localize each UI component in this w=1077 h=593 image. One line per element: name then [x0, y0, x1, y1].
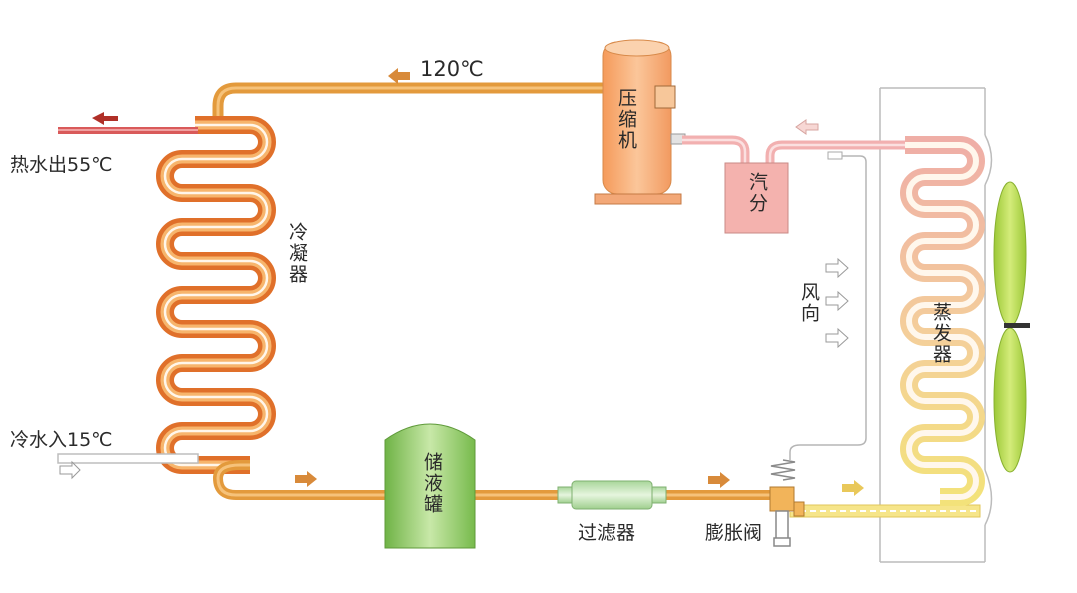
wind-arrow-icon-3	[825, 327, 849, 349]
evap-feed-line	[789, 504, 981, 518]
condenser-coil	[156, 116, 276, 474]
hot-water-arrow-icon	[92, 112, 118, 125]
fan-blade-icon	[993, 181, 1030, 473]
flow-arrow-icon-5	[795, 119, 819, 135]
evaporator-frame	[879, 87, 993, 563]
receiver-label: 储液罐	[421, 452, 443, 515]
suction-pipe	[682, 135, 905, 165]
wind-arrow-icon-1	[825, 257, 849, 279]
flow-arrow-icon-1	[295, 471, 317, 487]
compressor-label: 压缩机	[615, 88, 637, 151]
flow-arrow-icon-4	[388, 68, 410, 84]
cold-water-in-label: 冷水入15℃	[10, 429, 113, 451]
evaporator-label: 蒸发器	[930, 302, 952, 365]
receiver-tank	[384, 423, 476, 549]
cold-water-arrow-icon	[59, 460, 81, 480]
discharge-temp-label: 120℃	[420, 57, 484, 81]
liquid-line	[212, 460, 770, 500]
filter	[557, 480, 667, 510]
wind-direction-label: 风向	[798, 282, 820, 324]
sensor-capillary	[789, 151, 867, 460]
evaporator-coil	[900, 136, 985, 506]
expansion-valve-label: 膨胀阀	[705, 522, 763, 544]
discharge-pipe	[212, 82, 606, 125]
flow-arrow-icon-2	[708, 472, 730, 488]
expansion-valve	[769, 459, 805, 547]
compressor	[594, 39, 686, 205]
condenser-label: 冷凝器	[286, 222, 308, 285]
separator	[724, 162, 789, 234]
hot-water-out-label: 热水出55℃	[10, 154, 113, 176]
separator-label: 汽分	[746, 172, 768, 214]
filter-label: 过滤器	[578, 522, 636, 544]
flow-arrow-icon-3	[842, 480, 864, 496]
hot-water-out-pipe	[58, 127, 198, 134]
cold-water-in-pipe	[57, 453, 199, 464]
wind-arrow-icon-2	[825, 290, 849, 312]
